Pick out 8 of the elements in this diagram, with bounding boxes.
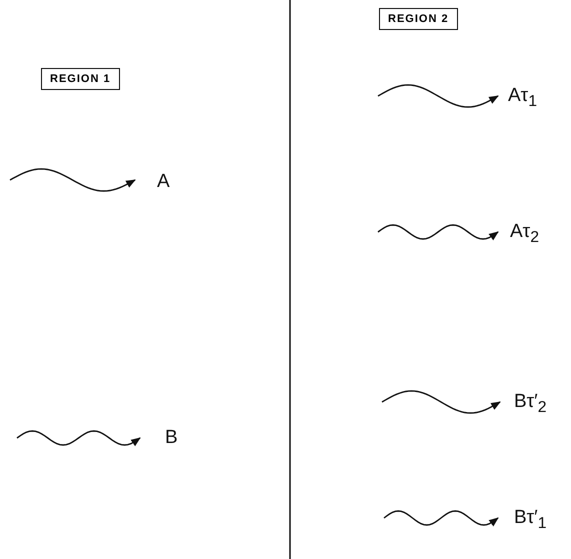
wave-label: Aτ$_{1}$ (508, 86, 537, 110)
wave-label: Bτ′$_{1}$ (514, 508, 547, 532)
wave-label: Bτ′$_{2}$ (514, 392, 547, 416)
region-label-box: REGION 2 (379, 8, 458, 30)
region-label-box: REGION 1 (41, 68, 120, 90)
wave-label: B (165, 428, 178, 447)
wave-label: Aτ$_{2}$ (510, 222, 539, 246)
wave-label: A (157, 172, 170, 191)
